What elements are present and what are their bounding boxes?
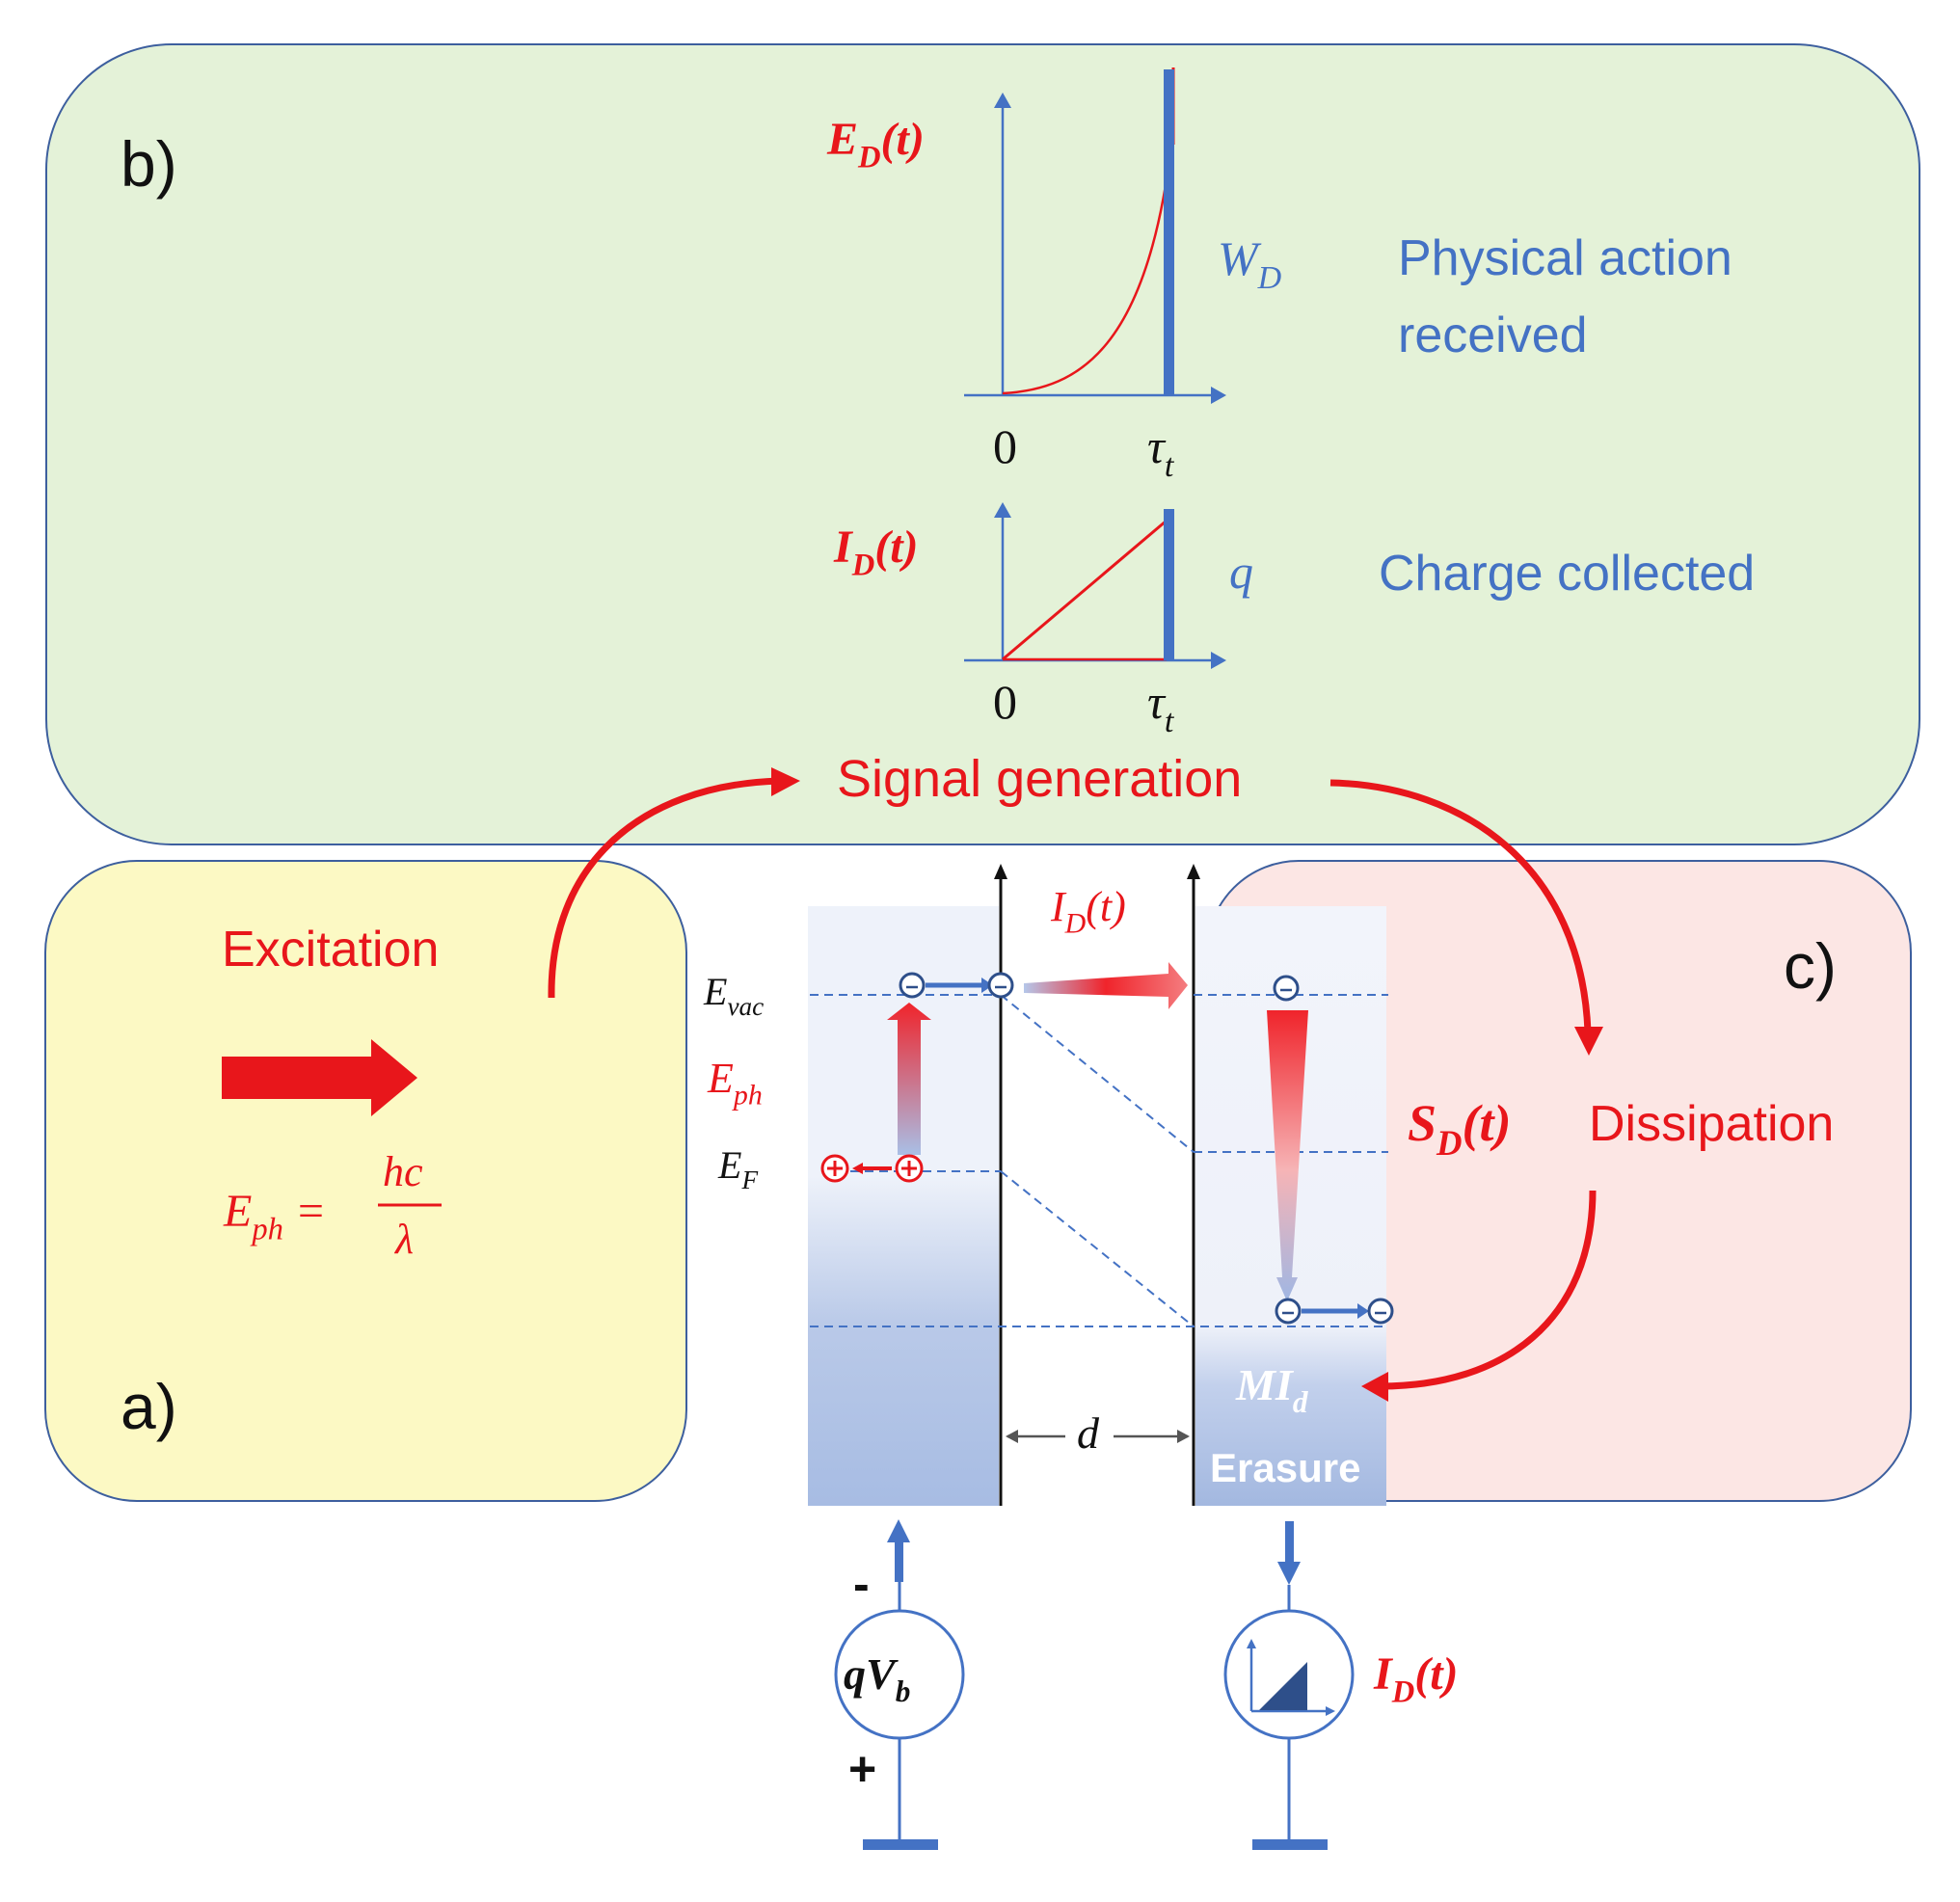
bias-minus-sign: -: [853, 1557, 870, 1611]
fermi-slope: [1000, 1170, 1195, 1327]
mi-d-label: MId: [1235, 1360, 1309, 1419]
excitation-arrow-icon: [222, 1039, 417, 1116]
signal-to-dissipation-arrow: [1329, 779, 1592, 1032]
id-top-label: ID(t): [1050, 883, 1126, 939]
electron-icon: [1275, 1298, 1302, 1325]
electron-icon: [987, 972, 1014, 999]
physical-action-line1: Physical action: [1398, 230, 1732, 286]
current-axis-zero: 0: [993, 675, 1017, 729]
left-wall-arrow-icon: [994, 864, 1007, 879]
q-label: q: [1229, 545, 1253, 599]
energy-pulse-bar: [1164, 69, 1174, 395]
eph-formula-lhs: Eph =: [223, 1186, 326, 1246]
bias-up-arrow-icon: [887, 1519, 910, 1542]
meter-upper-lead: [1285, 1521, 1294, 1567]
relaxation-arrow-icon: [1267, 1010, 1308, 1301]
bias-source-label: qVb: [844, 1649, 910, 1708]
current-function-label: ID(t): [833, 522, 919, 582]
gap-right-arrow-icon: [1177, 1430, 1190, 1443]
meter-current-label: ID(t): [1373, 1648, 1459, 1709]
energy-x-axis-arrow-icon: [1211, 387, 1226, 404]
excitation-to-signal-arrow-icon: [771, 767, 800, 796]
energy-function-label: ED(t): [826, 114, 925, 174]
signal-generation-label: Signal generation: [837, 750, 1242, 808]
current-meter-icon: [1223, 1609, 1355, 1740]
electron-icon: [1367, 1298, 1394, 1325]
dissipation-to-erasure-arrow: [1380, 1190, 1597, 1390]
energy-curve: [1002, 144, 1173, 395]
energy-y-axis-arrow-icon: [994, 93, 1011, 108]
current-chart: [964, 502, 1226, 669]
gap-left-arrow-icon: [1006, 1430, 1018, 1443]
energy-axis-zero: 0: [993, 419, 1017, 473]
excitation-label: Excitation: [222, 922, 439, 978]
current-x-axis-arrow-icon: [1211, 652, 1226, 669]
dissipation-label: Dissipation: [1589, 1096, 1834, 1152]
hole-hop-arrow-icon: [852, 1163, 863, 1174]
e-f-label: EF: [717, 1143, 758, 1194]
bias-plus-sign: +: [848, 1742, 876, 1796]
signal-to-dissipation-arrow-icon: [1574, 1027, 1603, 1056]
excitation-to-signal-arrow: [548, 776, 784, 999]
wd-label: WD: [1218, 231, 1282, 296]
e-vac-label: Evac: [703, 970, 764, 1021]
emission-arrow-icon: [1024, 962, 1188, 1009]
band-diagram: [808, 864, 1394, 1506]
photon-absorption-arrow-icon: [887, 1003, 931, 1155]
current-ramp: [1002, 519, 1168, 661]
meter-down-arrow-icon: [1277, 1562, 1301, 1585]
energy-axis-tau: τt: [1147, 419, 1175, 484]
charge-collected-label: Charge collected: [1379, 546, 1755, 602]
erasure-label: Erasure: [1210, 1445, 1360, 1490]
panel-a-box: [44, 860, 687, 1502]
current-axis-tau: τt: [1147, 675, 1175, 739]
panel-b-box: [45, 43, 1920, 845]
current-meter-circuit: [1223, 1521, 1355, 1850]
right-wall-arrow-icon: [1187, 864, 1200, 879]
meter-y-arrow-icon: [1247, 1639, 1256, 1648]
meter-ramp-icon: [1259, 1662, 1307, 1710]
bias-source-circuit: [834, 1519, 965, 1850]
eph-denominator: λ: [393, 1216, 414, 1263]
eph-numerator: hc: [383, 1148, 423, 1195]
ground-icon: [863, 1839, 938, 1850]
vac-slope: [1000, 994, 1195, 1153]
ground-icon: [1252, 1839, 1328, 1850]
sd-label: SD(t): [1408, 1094, 1512, 1163]
electron-hop-arrow-icon: [981, 978, 993, 993]
left-electrode-band: [808, 906, 999, 1506]
panel-b-label: b): [121, 128, 177, 200]
energy-chart: [964, 67, 1226, 404]
hole-icon: [895, 1154, 924, 1183]
panel-c-label: c): [1784, 930, 1837, 1002]
electron-icon: [1273, 975, 1300, 1002]
hole-icon: [820, 1154, 849, 1183]
collector-hop-arrow-icon: [1357, 1303, 1369, 1319]
current-y-axis-arrow-icon: [994, 502, 1011, 518]
panel-a-label: a): [121, 1371, 177, 1442]
bias-upper-lead: [895, 1536, 903, 1582]
gap-label: d: [1077, 1408, 1100, 1458]
dissipation-to-erasure-arrow-icon: [1361, 1372, 1388, 1402]
physical-action-line2: received: [1398, 308, 1588, 363]
electron-icon: [899, 972, 926, 999]
meter-x-arrow-icon: [1326, 1706, 1335, 1716]
e-ph-label: Eph: [707, 1055, 763, 1111]
current-pulse-bar: [1164, 509, 1174, 660]
